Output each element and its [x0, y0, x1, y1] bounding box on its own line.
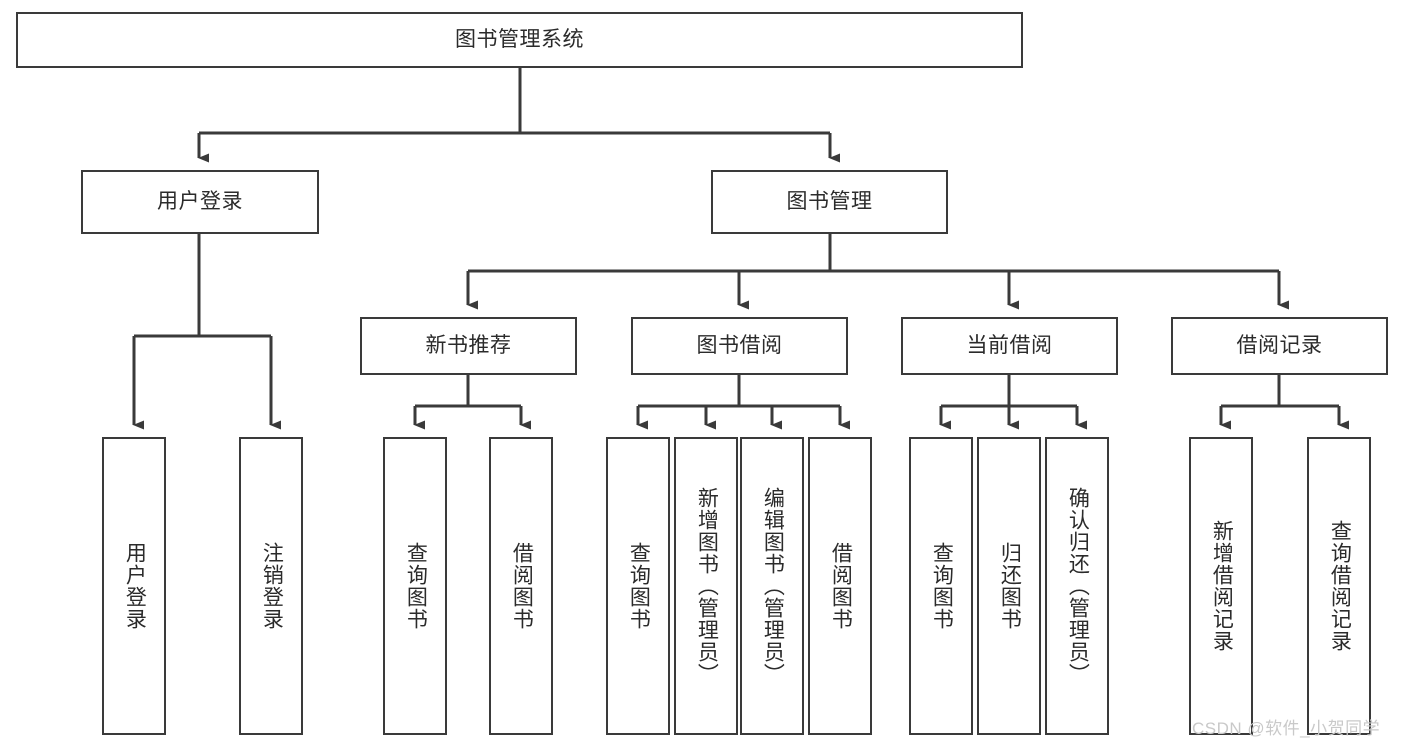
node-label: 用户登录	[157, 190, 243, 214]
node-root-system[interactable]: 图书管理系统	[16, 12, 1023, 68]
current-borrow-to-leaves-connectors	[939, 375, 1087, 430]
node-leaf-return-book[interactable]: 归还图书	[977, 437, 1041, 735]
csdn-watermark: CSDN @软件_小贺同学	[1192, 719, 1381, 738]
book-manage-to-level3-connectors	[466, 233, 1289, 310]
node-label: 新增借阅记录	[1210, 520, 1234, 652]
node-leaf-add-book[interactable]: 新增图书（管理员）	[674, 437, 738, 735]
user-login-to-leaves-connectors	[132, 233, 281, 430]
node-leaf-borrow-book-2[interactable]: 借阅图书	[808, 437, 872, 735]
node-leaf-query-book-1[interactable]: 查询图书	[383, 437, 447, 735]
node-borrow-record[interactable]: 借阅记录	[1171, 317, 1388, 375]
borrow-record-to-leaves-connectors	[1219, 375, 1349, 430]
node-label: 注销登录	[260, 542, 284, 630]
node-book-manage[interactable]: 图书管理	[711, 170, 948, 234]
node-label: 查询图书	[930, 542, 954, 630]
node-leaf-borrow-book-1[interactable]: 借阅图书	[489, 437, 553, 735]
node-leaf-edit-book[interactable]: 编辑图书（管理员）	[740, 437, 804, 735]
new-book-recommend-to-leaves-connectors	[413, 375, 531, 430]
node-label: 查询借阅记录	[1328, 520, 1352, 652]
node-current-borrow[interactable]: 当前借阅	[901, 317, 1118, 375]
book-borrow-to-leaves-connectors	[636, 375, 850, 430]
node-label: 图书管理系统	[455, 28, 584, 52]
root-to-level2-connectors	[197, 67, 840, 163]
node-leaf-confirm-return[interactable]: 确认归还（管理员）	[1045, 437, 1109, 735]
node-label: 图书借阅	[696, 334, 783, 358]
node-label: 查询图书	[627, 542, 651, 630]
node-leaf-query-record[interactable]: 查询借阅记录	[1307, 437, 1371, 735]
node-label: 新书推荐	[425, 334, 512, 358]
node-label: 借阅记录	[1236, 334, 1323, 358]
node-leaf-user-login[interactable]: 用户登录	[102, 437, 166, 735]
node-label: 查询图书	[404, 542, 428, 630]
node-label: 当前借阅	[966, 334, 1053, 358]
node-leaf-query-book-3[interactable]: 查询图书	[909, 437, 973, 735]
node-leaf-add-record[interactable]: 新增借阅记录	[1189, 437, 1253, 735]
node-book-borrow[interactable]: 图书借阅	[631, 317, 848, 375]
node-new-book-recommend[interactable]: 新书推荐	[360, 317, 577, 375]
node-label: 借阅图书	[829, 542, 853, 630]
node-user-login[interactable]: 用户登录	[81, 170, 319, 234]
node-label: 图书管理	[786, 190, 873, 214]
node-label: 用户登录	[123, 542, 147, 630]
node-leaf-query-book-2[interactable]: 查询图书	[606, 437, 670, 735]
node-label: 编辑图书（管理员）	[761, 487, 785, 685]
node-label: 借阅图书	[510, 542, 534, 630]
node-label: 归还图书	[998, 542, 1022, 630]
node-label: 确认归还（管理员）	[1066, 487, 1090, 685]
node-leaf-logout-login[interactable]: 注销登录	[239, 437, 303, 735]
node-label: 新增图书（管理员）	[695, 487, 719, 685]
